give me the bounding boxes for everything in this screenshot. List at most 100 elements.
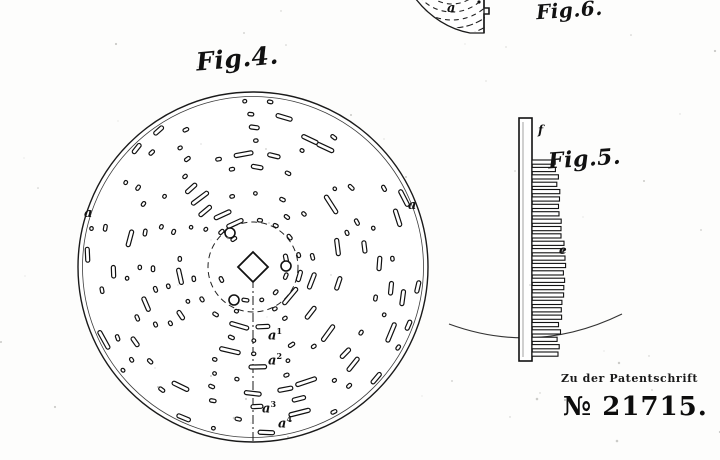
note-slot bbox=[376, 255, 383, 272]
fig4-part-label-a-left: a bbox=[84, 206, 93, 221]
note-slot bbox=[345, 382, 353, 389]
note-slot bbox=[361, 240, 368, 254]
comb-tooth bbox=[531, 203, 560, 210]
note-slot bbox=[215, 156, 222, 162]
note-slot bbox=[299, 148, 305, 153]
note-slot bbox=[277, 385, 294, 393]
note-slot bbox=[130, 336, 140, 348]
note-slot bbox=[150, 265, 156, 273]
note-slot bbox=[310, 343, 317, 350]
comb-tooth bbox=[531, 255, 566, 261]
note-slot bbox=[288, 407, 311, 418]
comb-tooth bbox=[531, 188, 561, 195]
note-slot bbox=[218, 228, 225, 236]
note-slot bbox=[250, 403, 264, 410]
note-slot bbox=[234, 416, 242, 422]
note-slot bbox=[296, 252, 302, 259]
note-slot bbox=[152, 321, 159, 328]
note-slot bbox=[346, 356, 360, 372]
note-slot bbox=[190, 190, 210, 206]
part-letter: a bbox=[268, 328, 277, 344]
note-slot bbox=[399, 289, 407, 307]
paper-speckle bbox=[0, 10, 720, 443]
fig6-group bbox=[393, 0, 490, 34]
note-slot bbox=[323, 194, 339, 215]
fig4-drive-hole bbox=[228, 294, 240, 306]
comb-tooth bbox=[531, 344, 560, 350]
note-slot bbox=[141, 296, 151, 312]
note-slot bbox=[250, 163, 264, 171]
note-slot bbox=[165, 283, 171, 290]
note-slot bbox=[177, 145, 183, 151]
note-slot bbox=[185, 298, 191, 304]
comb-tooth bbox=[531, 284, 565, 291]
fig6-pins bbox=[477, 0, 481, 4]
comb-tooth bbox=[531, 262, 567, 269]
comb-tooth bbox=[531, 314, 563, 320]
note-slot bbox=[134, 314, 141, 322]
part-index: 2 bbox=[276, 351, 283, 361]
note-slot bbox=[295, 269, 304, 283]
comb-tooth bbox=[531, 159, 556, 165]
fig6-part-label-a: a bbox=[447, 1, 456, 16]
note-slot bbox=[253, 191, 258, 196]
comb-tooth bbox=[531, 233, 562, 239]
note-slot bbox=[259, 297, 265, 303]
comb-tooth bbox=[531, 240, 565, 246]
fig6-caption: Fig.6. bbox=[535, 0, 604, 25]
note-slot bbox=[282, 272, 289, 280]
comb-tooth bbox=[531, 248, 564, 254]
note-slot bbox=[306, 272, 317, 290]
note-slot bbox=[110, 264, 117, 279]
note-slot bbox=[167, 320, 174, 327]
fig4-drive-hole bbox=[224, 227, 236, 239]
note-slot bbox=[102, 223, 108, 232]
note-slot bbox=[226, 217, 244, 229]
note-slot bbox=[380, 184, 388, 192]
note-slot bbox=[358, 329, 364, 336]
note-slot bbox=[316, 141, 335, 154]
note-slot bbox=[211, 356, 218, 362]
note-slot bbox=[285, 358, 291, 364]
note-slot bbox=[385, 322, 397, 343]
note-slot bbox=[146, 358, 154, 365]
note-slot bbox=[279, 196, 286, 203]
note-slot bbox=[198, 204, 213, 218]
comb-tooth bbox=[531, 299, 563, 306]
fig5-part-label-e: e bbox=[559, 243, 567, 257]
note-slot bbox=[203, 226, 209, 232]
note-slot bbox=[387, 280, 395, 296]
comb-tooth bbox=[531, 270, 564, 276]
note-slot bbox=[99, 286, 105, 295]
note-slot bbox=[152, 285, 159, 293]
note-slot bbox=[137, 264, 143, 271]
note-slot bbox=[372, 294, 379, 302]
note-slot bbox=[212, 371, 217, 376]
note-slot bbox=[282, 286, 299, 306]
note-slot bbox=[176, 309, 186, 321]
note-slot bbox=[140, 200, 147, 207]
note-slot bbox=[125, 229, 135, 248]
note-slot bbox=[233, 150, 254, 159]
fig4-part-label-a4: a4 bbox=[278, 415, 292, 430]
comb-tooth bbox=[531, 211, 560, 217]
fig4-spindle-hole bbox=[236, 250, 270, 284]
note-slot bbox=[248, 364, 268, 370]
comb-tooth bbox=[531, 218, 562, 224]
note-slot bbox=[251, 338, 257, 343]
note-slot bbox=[212, 311, 220, 318]
note-slot bbox=[320, 324, 336, 343]
note-slot bbox=[253, 138, 259, 143]
note-slot bbox=[332, 186, 338, 192]
fig4-part-label-a2: a2 bbox=[268, 352, 282, 367]
comb-tooth bbox=[531, 351, 559, 357]
note-slot bbox=[135, 184, 142, 191]
note-slot bbox=[251, 351, 257, 357]
note-slot bbox=[176, 267, 184, 286]
note-slot bbox=[282, 315, 288, 321]
comb-tooth bbox=[531, 196, 561, 202]
note-slot bbox=[97, 330, 111, 350]
note-slot bbox=[182, 173, 188, 180]
